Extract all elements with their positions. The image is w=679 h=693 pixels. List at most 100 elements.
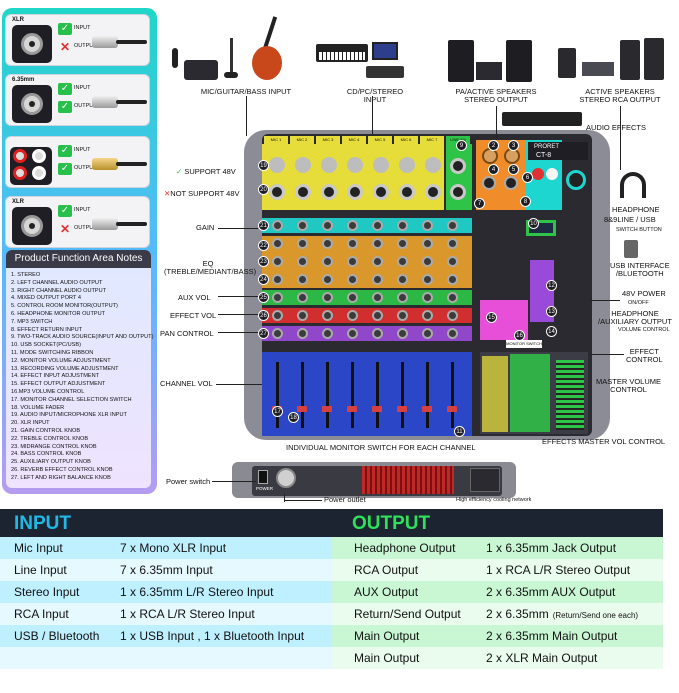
effect-knob[interactable] (297, 310, 308, 321)
line-8-9-jack[interactable] (450, 184, 466, 200)
aux-knob[interactable] (347, 292, 358, 303)
bass-knob[interactable] (372, 274, 383, 285)
channel-fader[interactable] (347, 406, 357, 412)
channel-fader[interactable] (422, 406, 432, 412)
spec-value-text: 2 x 6.35mm (486, 607, 549, 621)
mid-knob[interactable] (422, 256, 433, 267)
line-input-jack[interactable] (347, 184, 363, 200)
treble-knob[interactable] (297, 238, 308, 249)
xlr-input-jack[interactable] (318, 154, 340, 176)
mid-knob[interactable] (297, 256, 308, 267)
channel-fader[interactable] (397, 406, 407, 412)
bass-knob[interactable] (322, 274, 333, 285)
mid-knob[interactable] (372, 256, 383, 267)
aux-knob[interactable] (322, 292, 333, 303)
aux-knob[interactable] (372, 292, 383, 303)
mid-knob[interactable] (397, 256, 408, 267)
xlr-input-jack[interactable] (370, 154, 392, 176)
pan-knob[interactable] (347, 328, 358, 339)
bass-knob[interactable] (297, 274, 308, 285)
headphone-label: HEADPHONE (612, 205, 660, 214)
aux-knob[interactable] (447, 292, 458, 303)
line-input-jack[interactable] (321, 184, 337, 200)
channel-fader[interactable] (447, 406, 457, 412)
channel-fader[interactable] (372, 406, 382, 412)
bass-knob[interactable] (272, 274, 283, 285)
treble-knob[interactable] (272, 238, 283, 249)
aux-knob[interactable] (397, 292, 408, 303)
switch-button-label: SWITCH BUTTON (616, 227, 662, 233)
channel-fader[interactable] (297, 406, 307, 412)
treble-knob[interactable] (372, 238, 383, 249)
master-volume-fader[interactable] (510, 354, 550, 432)
xlr-input-jack[interactable] (422, 154, 444, 176)
line-input-jack[interactable] (373, 184, 389, 200)
effect-knob[interactable] (372, 310, 383, 321)
effect-knob[interactable] (422, 310, 433, 321)
pan-knob[interactable] (272, 328, 283, 339)
aux-jack[interactable] (482, 176, 496, 190)
pan-knob[interactable] (422, 328, 433, 339)
rca-jack-red[interactable] (532, 168, 544, 180)
spec-value: 2 x XLR Main Output (486, 647, 597, 669)
gain-knob[interactable] (372, 220, 383, 231)
effects-master-fader[interactable] (482, 356, 508, 432)
635-jack-icon (12, 85, 52, 123)
treble-knob[interactable] (322, 238, 333, 249)
treble-knob[interactable] (397, 238, 408, 249)
channel-label: MIC 7 (420, 136, 444, 144)
gain-knob[interactable] (422, 220, 433, 231)
bass-knob[interactable] (397, 274, 408, 285)
mid-knob[interactable] (447, 256, 458, 267)
power-switch[interactable] (258, 470, 268, 484)
treble-knob[interactable] (422, 238, 433, 249)
rca-jack-white[interactable] (546, 168, 558, 180)
line-input-jack[interactable] (269, 184, 285, 200)
effect-knob[interactable] (447, 310, 458, 321)
xlr-input-jack[interactable] (396, 154, 418, 176)
gain-knob[interactable] (272, 220, 283, 231)
bass-knob[interactable] (347, 274, 358, 285)
pan-knob[interactable] (322, 328, 333, 339)
gain-knob[interactable] (447, 220, 458, 231)
mid-knob[interactable] (347, 256, 358, 267)
gain-knob[interactable] (322, 220, 333, 231)
output-header: OUTPUT (332, 509, 663, 537)
pan-knob[interactable] (447, 328, 458, 339)
bass-knob[interactable] (422, 274, 433, 285)
check-icon: ✓ (58, 23, 72, 35)
pan-knob[interactable] (372, 328, 383, 339)
mid-knob[interactable] (272, 256, 283, 267)
effect-knob[interactable] (397, 310, 408, 321)
headphone-jack[interactable] (566, 170, 586, 190)
aux-knob[interactable] (297, 292, 308, 303)
aux-jack[interactable] (504, 176, 518, 190)
line-8-9-jack[interactable] (450, 158, 466, 174)
effect-knob[interactable] (322, 310, 333, 321)
treble-knob[interactable] (447, 238, 458, 249)
effect-knob[interactable] (347, 310, 358, 321)
note-item: 8. EFFECT RETURN INPUT (11, 326, 83, 333)
input-title: INPUT (14, 513, 71, 534)
power-outlet-jack[interactable] (276, 468, 296, 488)
pan-knob[interactable] (297, 328, 308, 339)
bass-knob[interactable] (447, 274, 458, 285)
channel-fader[interactable] (322, 406, 332, 412)
xlr-input-jack[interactable] (344, 154, 366, 176)
treble-knob[interactable] (347, 238, 358, 249)
gain-knob[interactable] (297, 220, 308, 231)
effect-knob[interactable] (272, 310, 283, 321)
line-input-jack[interactable] (399, 184, 415, 200)
mid-knob[interactable] (322, 256, 333, 267)
gain-knob[interactable] (347, 220, 358, 231)
line-input-jack[interactable] (295, 184, 311, 200)
gain-knob[interactable] (397, 220, 408, 231)
line-input-jack[interactable] (425, 184, 441, 200)
aux-knob[interactable] (422, 292, 433, 303)
aux-knob[interactable] (272, 292, 283, 303)
pan-knob[interactable] (397, 328, 408, 339)
xlr-input-jack[interactable] (292, 154, 314, 176)
note-item: 26. REVERB EFFECT CONTROL KNOB (11, 466, 113, 473)
xlr-input-jack[interactable] (266, 154, 288, 176)
